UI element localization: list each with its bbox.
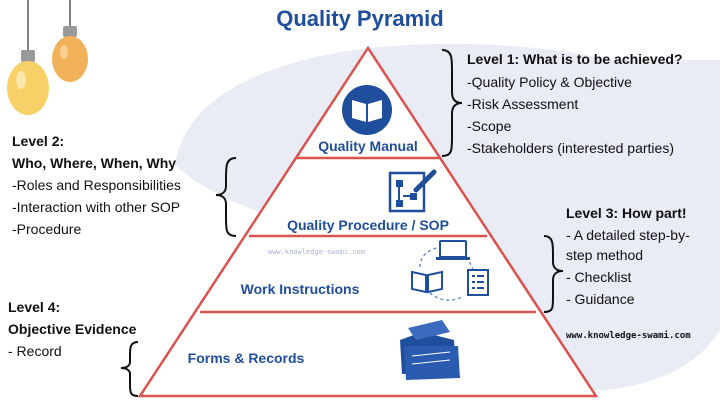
flowchart-icon xyxy=(388,169,437,213)
brace-level3 xyxy=(543,235,564,313)
level4-item: - Record xyxy=(8,343,62,359)
level4-heading: Level 4: xyxy=(8,299,61,315)
brace-level1 xyxy=(441,49,463,157)
level2-item: -Procedure xyxy=(12,221,82,237)
laptop-icon xyxy=(436,240,470,260)
watermark: www.knowledge-swami.com xyxy=(566,331,691,341)
level1-item: -Stakeholders (interested parties) xyxy=(467,140,674,156)
checklist-icon xyxy=(467,269,489,296)
work-instructions-icons xyxy=(411,240,489,301)
level2-subheading: Who, Where, When, Why xyxy=(12,155,177,171)
tier-label-quality-manual: Quality Manual xyxy=(318,138,418,154)
light-bulb-icon xyxy=(52,0,88,82)
pyramid xyxy=(137,45,599,398)
level3-item: - Guidance xyxy=(566,291,635,307)
open-book-icon xyxy=(411,270,443,294)
book-icon xyxy=(342,85,392,135)
watermark-small: www.knowledge-swami.com xyxy=(268,248,365,256)
tier-label-quality-procedure: Quality Procedure / SOP xyxy=(287,217,449,233)
level3-item: - Checklist xyxy=(566,269,632,285)
level3-item: - A detailed step-by- xyxy=(566,227,690,243)
tier-label-forms-records: Forms & Records xyxy=(187,350,305,366)
level2-heading: Level 2: xyxy=(12,133,65,149)
level1-heading: Level 1: What is to be achieved? xyxy=(467,51,683,67)
level1-item: -Risk Assessment xyxy=(467,96,579,112)
folder-icon xyxy=(400,320,460,380)
level1-item: -Quality Policy & Objective xyxy=(467,74,632,90)
level3-item: step method xyxy=(566,247,644,263)
page-title: Quality Pyramid xyxy=(276,6,444,31)
brace-level4 xyxy=(120,341,139,397)
light-bulb-icon xyxy=(7,0,49,115)
level2-item: -Roles and Responsibilities xyxy=(12,177,181,193)
level3-heading: Level 3: How part! xyxy=(566,205,687,221)
tier-label-work-instructions: Work Instructions xyxy=(240,281,360,297)
level2-item: -Interaction with other SOP xyxy=(12,199,181,215)
brace-level2 xyxy=(215,157,237,237)
level1-item: -Scope xyxy=(467,118,512,134)
level4-subheading: Objective Evidence xyxy=(8,321,137,337)
